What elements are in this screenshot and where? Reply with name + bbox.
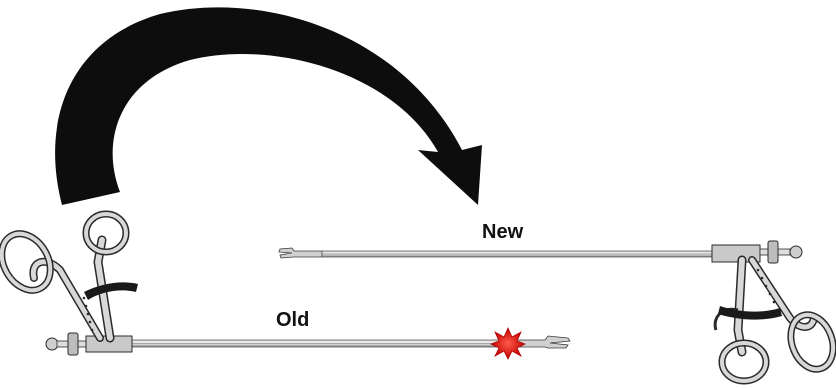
red-burst-icon — [490, 327, 526, 360]
new-instrument-tip — [278, 247, 323, 259]
curved-arrow-icon — [55, 7, 482, 205]
new-forceps-icon — [278, 240, 836, 385]
old-label: Old — [276, 309, 309, 331]
new-label: New — [482, 221, 524, 243]
old-forceps-icon — [0, 210, 571, 356]
